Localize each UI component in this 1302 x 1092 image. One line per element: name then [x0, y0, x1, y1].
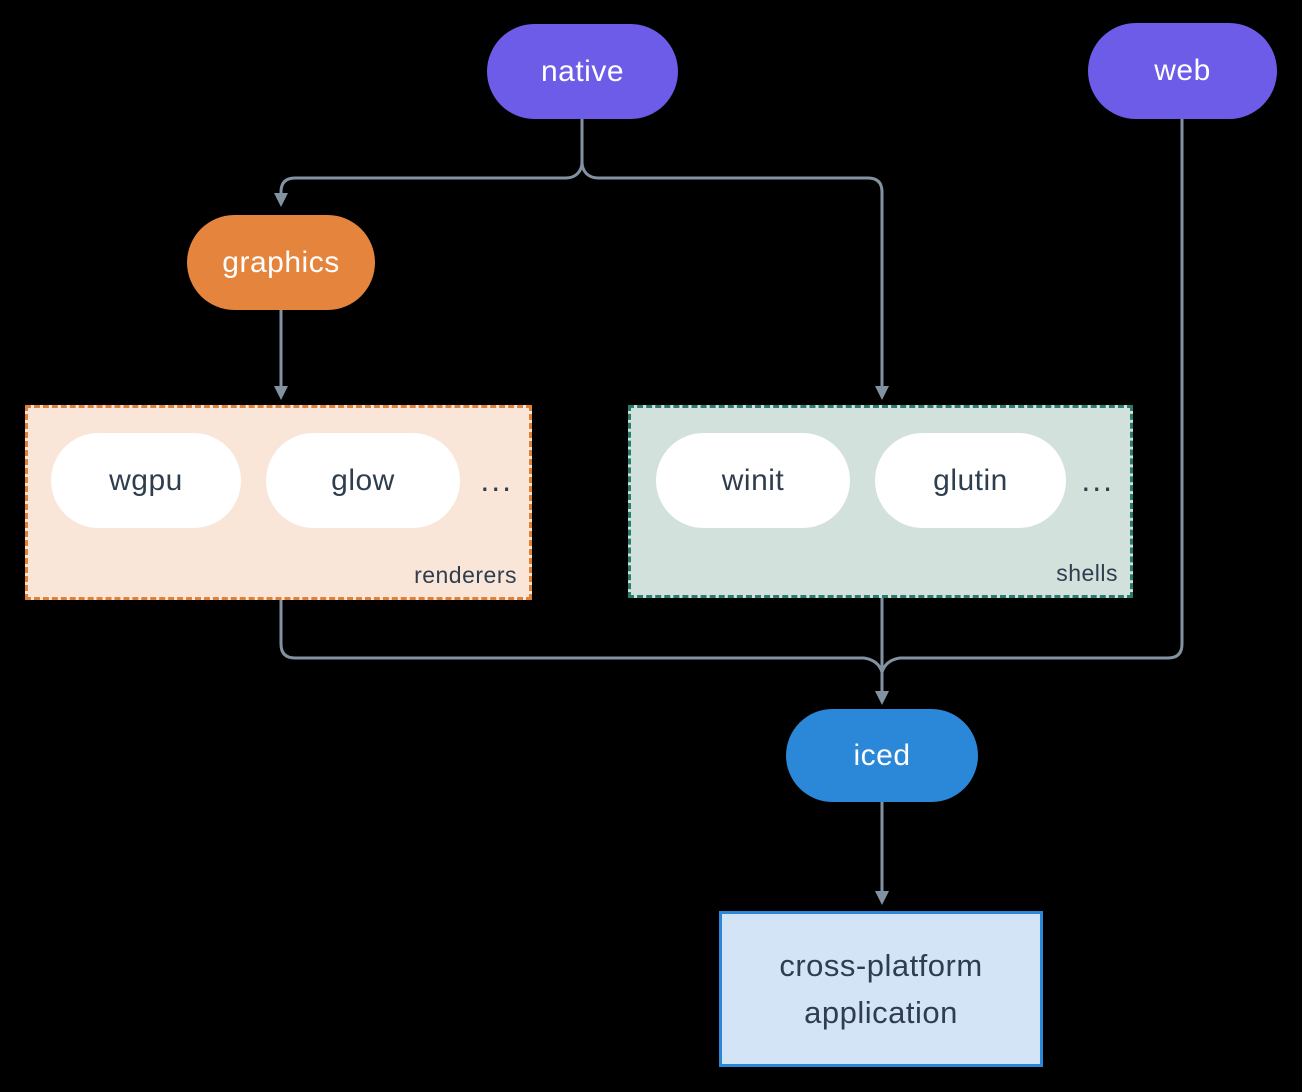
arrowhead-iced: [875, 691, 889, 705]
native-node: native: [487, 24, 678, 119]
connector-native-fork-right: [580, 161, 599, 180]
arrowhead-renderers: [274, 386, 288, 400]
shells-ellipsis: ...: [1081, 462, 1114, 498]
connector-native-to-shells: [598, 176, 884, 388]
winit-node: winit: [656, 433, 850, 528]
iced-label: iced: [853, 738, 911, 772]
cross-platform-application-node: cross-platform application: [719, 911, 1043, 1067]
graphics-node: graphics: [187, 215, 375, 310]
shells-group-label: shells: [1056, 560, 1118, 586]
winit-label: winit: [721, 463, 785, 497]
glutin-node: glutin: [875, 433, 1066, 528]
glow-node: glow: [266, 433, 460, 528]
wgpu-node: wgpu: [51, 433, 241, 528]
wgpu-label: wgpu: [109, 463, 183, 497]
glutin-label: glutin: [933, 463, 1008, 497]
application-label-line2: application: [804, 995, 958, 1030]
arrowhead-shells: [875, 386, 889, 400]
renderers-ellipsis: ...: [480, 462, 513, 498]
connector-web-to-collector: [880, 119, 1184, 673]
arrowhead-application: [875, 891, 889, 905]
graphics-label: graphics: [222, 245, 340, 279]
application-label-line1: cross-platform: [779, 948, 983, 983]
arrowhead-graphics: [274, 193, 288, 207]
iced-node: iced: [786, 709, 978, 802]
connector-native-fork-left: [565, 161, 584, 180]
glow-label: glow: [331, 463, 395, 497]
native-label: native: [540, 54, 625, 88]
connector-renderers-to-collector: [279, 600, 884, 673]
renderers-group: wgpu glow ... renderers: [25, 405, 532, 600]
web-node: web: [1088, 23, 1277, 119]
shells-group: winit glutin ... shells: [628, 405, 1133, 598]
renderers-group-label: renderers: [414, 562, 517, 588]
connector-native-to-graphics: [279, 176, 566, 196]
web-label: web: [1154, 54, 1211, 87]
